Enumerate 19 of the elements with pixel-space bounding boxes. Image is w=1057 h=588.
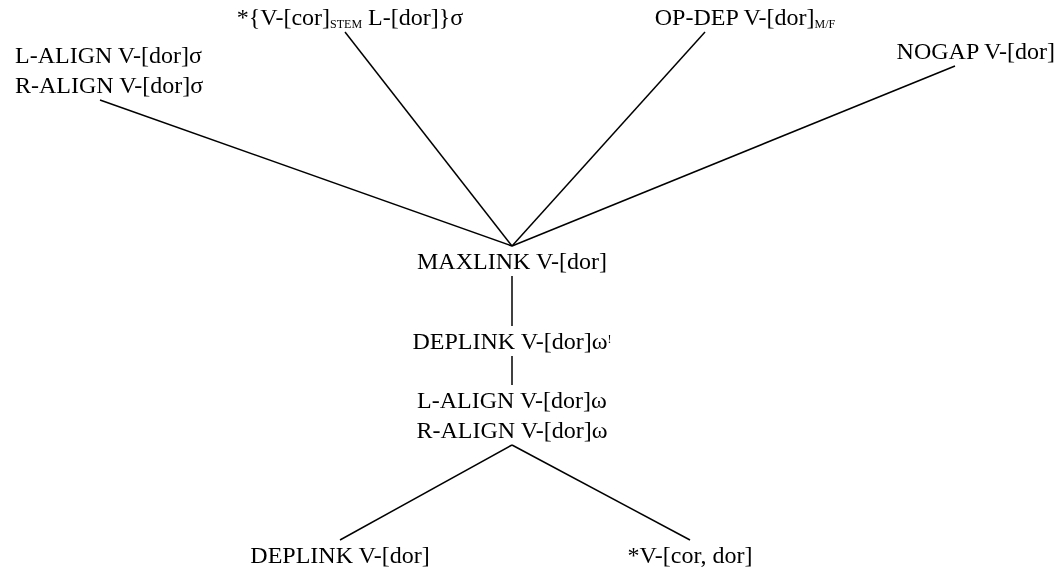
constraint-label: NOGAP V-[dor] <box>896 38 1055 64</box>
connector-line <box>339 444 513 541</box>
connector-line <box>511 275 513 327</box>
connector-line <box>511 444 691 541</box>
constraint-label: R-ALIGN V-[dor]σ <box>15 72 204 98</box>
constraint-label: R-ALIGN V-[dor]ω <box>416 417 608 443</box>
constraint-label: DEPLINK V-[dor] <box>250 542 430 568</box>
constraint-label: L-ALIGN V-[dor]σ <box>15 42 202 68</box>
constraint-label: MAXLINK V-[dor] <box>417 248 607 274</box>
constraint-label: DEPLINK V-[dor]ω$^{!}$ <box>412 328 612 354</box>
connector-line <box>344 31 513 247</box>
constraint-label: *V-[cor, dor] <box>627 542 753 568</box>
connector-line <box>511 65 956 247</box>
constraint-label: OP-DEP V-[dor]$_{M/F}$ <box>654 4 836 30</box>
connector-line <box>511 355 513 386</box>
constraint-label: *{V-[cor]$_{STEM}$ L-[dor]}σ <box>236 4 464 30</box>
connector-line <box>99 99 513 247</box>
connector-line <box>511 31 706 247</box>
constraint-label: L-ALIGN V-[dor]ω <box>417 387 607 413</box>
